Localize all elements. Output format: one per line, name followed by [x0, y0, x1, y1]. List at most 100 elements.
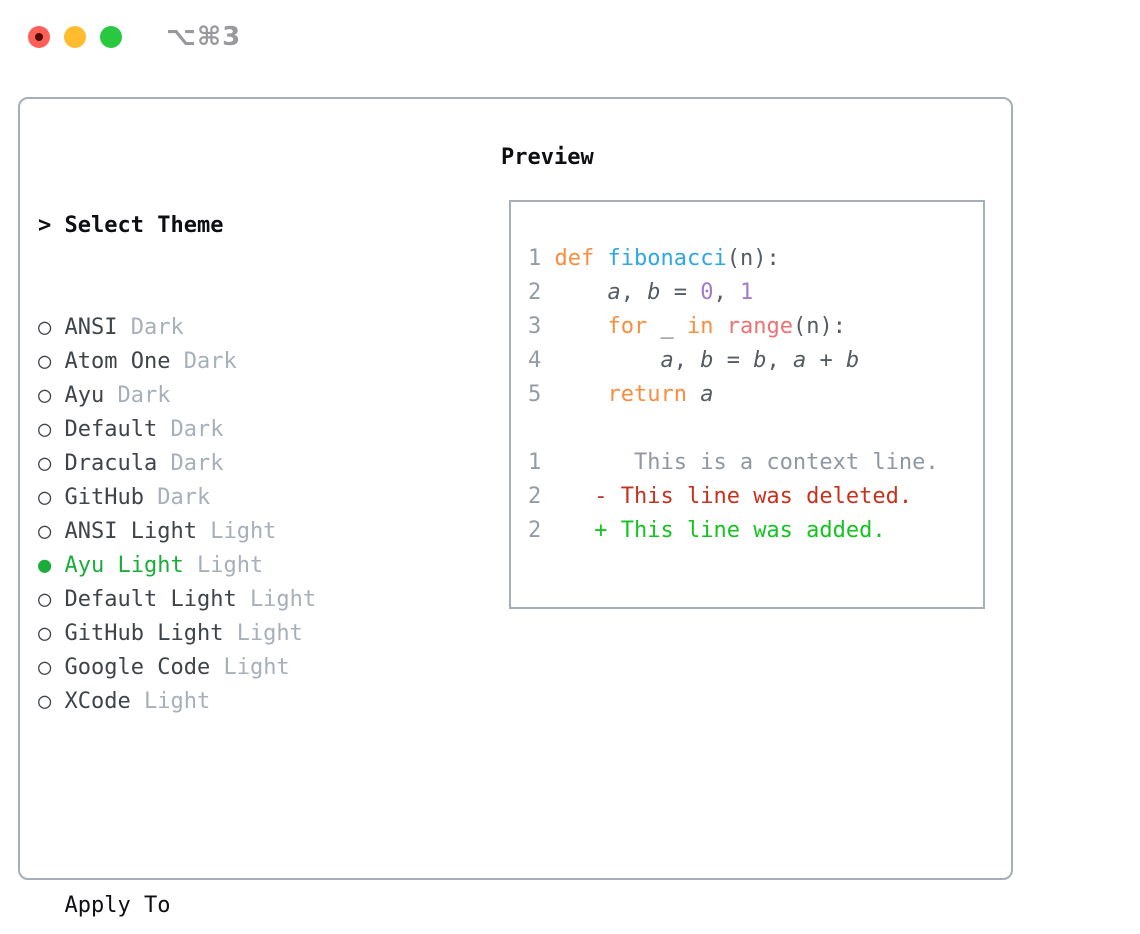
- code-token: b: [700, 348, 714, 373]
- code-token: =: [660, 280, 701, 305]
- radio-icon: ○: [38, 315, 65, 340]
- theme-item-default[interactable]: ○ Default Dark: [38, 413, 409, 447]
- code-token: ,: [713, 280, 740, 305]
- radio-icon: ○: [38, 349, 65, 374]
- code-token: 2: [528, 280, 555, 305]
- theme-item-google-code[interactable]: ○ Google Code Light: [38, 651, 409, 685]
- code-token: [555, 518, 595, 543]
- radio-icon: ○: [38, 485, 65, 510]
- theme-item-ayu-light[interactable]: ● Ayu Light Light: [38, 549, 409, 583]
- theme-variant: Dark: [130, 315, 184, 340]
- code-token: [555, 382, 608, 407]
- code-token: 3: [528, 314, 555, 339]
- theme-picker-panel: > Select Theme ○ ANSI Dark○ Atom One Dar…: [18, 97, 1013, 918]
- theme-variant: Light: [210, 519, 277, 544]
- code-token: _: [647, 314, 687, 339]
- theme-name: Ayu: [64, 383, 118, 408]
- code-token: b: [753, 348, 767, 373]
- theme-name: Default: [64, 417, 171, 442]
- code-token: ,: [673, 348, 701, 373]
- theme-variant: Light: [223, 655, 290, 680]
- radio-icon: ○: [38, 451, 65, 476]
- radio-icon: ○: [38, 689, 65, 714]
- code-token: + This line was added.: [594, 518, 886, 543]
- code-token: 1: [739, 280, 754, 305]
- code-token: def: [554, 246, 608, 271]
- code-line: [528, 412, 983, 446]
- select-theme-header: > Select Theme: [38, 209, 409, 243]
- code-token: This is a context line.: [554, 450, 939, 475]
- code-line: 3 for _ in range(n):: [528, 310, 983, 344]
- theme-variant: Light: [236, 621, 303, 646]
- code-token: (n):: [792, 314, 846, 339]
- code-token: a: [660, 348, 674, 373]
- theme-column: > Select Theme ○ ANSI Dark○ Atom One Dar…: [38, 141, 409, 934]
- code-token: [555, 484, 595, 509]
- code-token: +: [806, 348, 846, 373]
- radio-icon: ○: [38, 655, 65, 680]
- code-token: [555, 280, 608, 305]
- theme-item-default-light[interactable]: ○ Default Light Light: [38, 583, 409, 617]
- code-token: for: [607, 314, 648, 339]
- radio-icon: ○: [38, 621, 65, 646]
- code-line: 1 def fibonacci(n):: [528, 242, 983, 276]
- code-token: return: [607, 382, 687, 407]
- code-token: [687, 382, 700, 407]
- theme-name: Atom One: [64, 349, 184, 374]
- code-token: in: [686, 314, 714, 339]
- apply-to-header: Apply To: [64, 893, 171, 918]
- code-token: 0: [700, 280, 714, 305]
- theme-name: XCode: [64, 689, 144, 714]
- radio-icon: ●: [38, 553, 65, 578]
- code-line: 2 - This line was deleted.: [528, 480, 983, 514]
- code-token: 1: [528, 246, 555, 271]
- theme-item-xcode[interactable]: ○ XCode Light: [38, 685, 409, 719]
- code-line: 5 return a: [528, 378, 983, 412]
- radio-icon: ○: [38, 417, 65, 442]
- code-line: 2 a, b = 0, 1: [528, 276, 983, 310]
- code-token: b: [845, 348, 860, 373]
- theme-item-github[interactable]: ○ GitHub Dark: [38, 481, 409, 515]
- code-token: b: [647, 280, 661, 305]
- zoom-button[interactable]: [100, 26, 122, 48]
- code-token: a: [700, 382, 714, 407]
- cursor-arrow-icon: >: [38, 213, 65, 238]
- radio-icon: ○: [38, 587, 65, 612]
- minimize-button[interactable]: [64, 26, 86, 48]
- code-token: =: [713, 348, 754, 373]
- theme-item-dracula[interactable]: ○ Dracula Dark: [38, 447, 409, 481]
- close-button[interactable]: [28, 26, 50, 48]
- theme-list: ○ ANSI Dark○ Atom One Dark○ Ayu Dark○ De…: [38, 311, 409, 719]
- code-token: ,: [620, 280, 648, 305]
- theme-item-github-light[interactable]: ○ GitHub Light Light: [38, 617, 409, 651]
- code-line: 1 This is a context line.: [528, 446, 983, 480]
- theme-variant: Light: [249, 587, 317, 612]
- theme-variant: Dark: [183, 349, 237, 374]
- radio-icon: ○: [38, 383, 65, 408]
- code-token: 1: [528, 450, 555, 475]
- theme-name: GitHub: [64, 485, 158, 510]
- theme-item-atom-one[interactable]: ○ Atom One Dark: [38, 345, 409, 379]
- titlebar: ⌥⌘3: [0, 0, 1140, 70]
- code-token: 2: [528, 484, 555, 509]
- code-token: 5: [528, 382, 555, 407]
- theme-variant: Dark: [157, 485, 211, 510]
- select-theme-header-label: Select Theme: [64, 213, 224, 238]
- theme-name: Google Code: [64, 655, 224, 680]
- radio-icon: ○: [38, 519, 65, 544]
- code-token: 4: [528, 348, 555, 373]
- code-token: a: [792, 348, 807, 373]
- theme-item-ansi[interactable]: ○ ANSI Dark: [38, 311, 409, 345]
- code-token: a: [607, 280, 621, 305]
- code-token: [555, 348, 661, 373]
- code-token: 2: [528, 518, 555, 543]
- code-token: [555, 314, 608, 339]
- theme-item-ansi-light[interactable]: ○ ANSI Light Light: [38, 515, 409, 549]
- theme-item-ayu[interactable]: ○ Ayu Dark: [38, 379, 409, 413]
- theme-variant: Dark: [170, 417, 224, 442]
- theme-name: Ayu Light: [64, 553, 197, 578]
- theme-variant: Dark: [170, 451, 224, 476]
- preview-header: Preview: [501, 145, 594, 170]
